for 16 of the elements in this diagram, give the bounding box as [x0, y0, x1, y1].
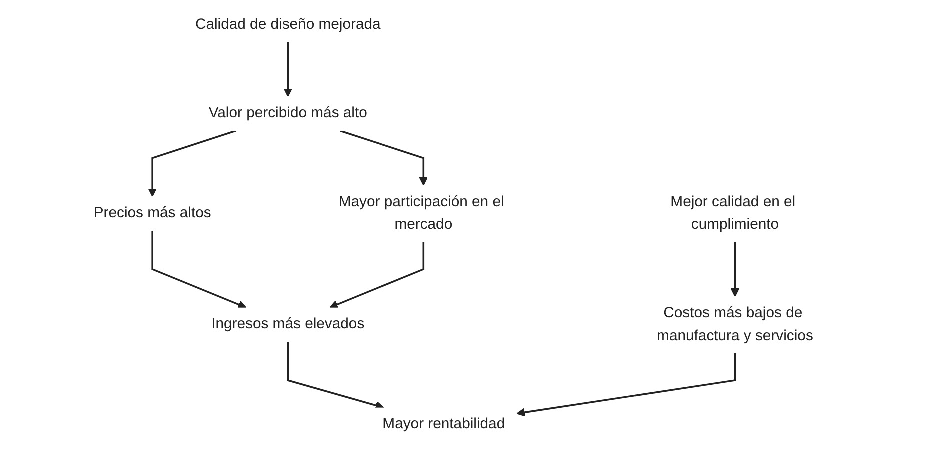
arrow [340, 130, 428, 186]
node-text: Mayor participación en el mercado [338, 193, 504, 233]
node-text: Costos más bajos de manufactura y servicios [656, 304, 814, 344]
node-text: Ingresos más elevados [211, 316, 364, 333]
arrow [284, 42, 292, 98]
node-text: Mejor calidad en el cumplimiento [670, 193, 796, 233]
arrow [329, 242, 424, 309]
arrow [148, 130, 236, 198]
node-text: Precios más altos [94, 204, 212, 222]
arrow [287, 342, 384, 410]
node-text: Valor percibido más alto [208, 104, 368, 122]
arrow [152, 230, 247, 309]
node-text: Calidad de diseño mejorada [195, 16, 381, 33]
arrow [516, 353, 736, 417]
node-text: Mayor rentabilidad [382, 416, 505, 433]
arrow [730, 242, 740, 298]
